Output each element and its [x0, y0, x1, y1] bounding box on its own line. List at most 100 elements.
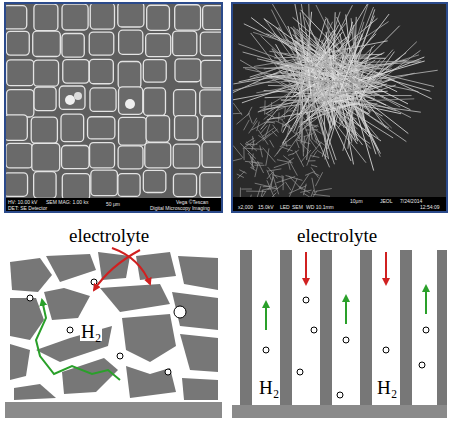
nanorod: [284, 107, 285, 119]
nanorod: [346, 101, 356, 135]
nanorod: [315, 172, 322, 186]
nanorod: [266, 148, 269, 165]
annotation-label: H₂: [80, 322, 102, 341]
nanorod: [304, 136, 305, 152]
nanorod: [237, 174, 244, 178]
nanorod: [290, 110, 299, 111]
sem-info-text: LED: [280, 205, 290, 210]
crack-cell: [91, 170, 118, 196]
nanorod: [306, 124, 321, 134]
crack-cell: [145, 143, 171, 168]
nanorod: [263, 129, 278, 141]
crack-cell: [62, 4, 88, 30]
nanorod: [301, 101, 329, 167]
crack-cell: [201, 60, 222, 88]
nanorod: [315, 138, 325, 145]
crack-cell: [90, 88, 116, 111]
nanorod: [323, 82, 332, 114]
crack-cell: [119, 117, 147, 145]
crack-cell: [175, 5, 201, 30]
sem-info-text: Vega ©Tescan: [176, 200, 208, 205]
nanorod: [243, 148, 244, 160]
nanorod: [300, 142, 309, 151]
nanorod: [252, 144, 253, 150]
nanorod: [317, 150, 328, 157]
nanorod: [241, 188, 252, 189]
nanorod: [308, 46, 327, 104]
crack-cell: [6, 31, 29, 55]
particle: [65, 95, 75, 105]
nanorod: [264, 100, 265, 114]
crack-cell: [34, 87, 56, 110]
nanorod: [289, 163, 291, 170]
sem-image-nanorods: [232, 3, 447, 212]
crack-cell: [34, 4, 58, 31]
nanorod: [348, 79, 400, 107]
nanorod: [244, 120, 250, 130]
crack-cell: [173, 144, 200, 168]
crack-cell: [5, 115, 27, 140]
nanorod: [233, 70, 315, 91]
sem-info-text: x2,000: [238, 205, 253, 210]
crack-cell: [175, 59, 201, 82]
nanorod: [307, 154, 311, 165]
sem-info-text: Digital Microscopy Imaging: [150, 206, 210, 211]
nanorod: [245, 161, 263, 163]
crack-cell: [143, 60, 166, 82]
nanorod: [335, 3, 376, 57]
nanorod: [311, 125, 317, 127]
nanorod: [349, 60, 374, 66]
crack-cell: [174, 90, 196, 117]
nanorod: [288, 113, 296, 119]
annotation-label: electrolyte: [296, 226, 378, 245]
sem-info-text: 12:54:09: [420, 205, 439, 210]
crack-cell: [5, 173, 28, 196]
nanorod-array-schematic: [232, 250, 447, 418]
nanorod: [332, 98, 354, 102]
crack-cell: [90, 3, 114, 29]
crack-cell: [173, 31, 197, 56]
nanorod: [296, 141, 299, 148]
nanorod: [289, 178, 297, 196]
nanorod: [267, 170, 274, 179]
nanorod: [247, 151, 255, 159]
crack-cell: [7, 60, 34, 86]
nanorod: [355, 90, 376, 155]
crack-cell: [146, 34, 171, 57]
crack-cell: [118, 146, 143, 169]
nanorod: [251, 18, 309, 63]
crack-cell: [200, 32, 222, 55]
nanorod: [304, 134, 313, 137]
crack-cell: [34, 172, 56, 199]
nanorod: [274, 163, 289, 168]
crack-cell: [63, 60, 89, 84]
nanorod: [289, 186, 307, 194]
particle: [74, 92, 82, 100]
sem-info-text: 50 μm: [106, 202, 120, 207]
crack-cell: [119, 87, 143, 114]
nanorod: [271, 102, 273, 111]
crack-cell: [200, 173, 222, 198]
crack-cell: [118, 62, 141, 89]
nanorod: [323, 12, 341, 66]
crack-cell: [6, 143, 32, 168]
crack-cell: [59, 86, 85, 109]
nanorod: [276, 121, 290, 128]
sem-info-text: 10μm: [350, 199, 363, 204]
sem-info-text: DET: SE Detector: [8, 206, 47, 211]
nanorod: [293, 93, 303, 116]
nanorod: [348, 85, 395, 100]
nanorod: [246, 144, 258, 145]
nanorod: [260, 145, 263, 157]
crack-cell: [143, 88, 165, 115]
nanorod: [313, 140, 320, 146]
nanorod: [342, 46, 353, 93]
crack-cell: [7, 90, 34, 117]
nanorod: [253, 118, 257, 125]
crack-cell: [90, 143, 115, 168]
nanorod: [313, 194, 330, 196]
nanorod: [305, 171, 315, 175]
crack-cell: [202, 142, 222, 167]
nanorod: [340, 34, 363, 92]
nanorod: [239, 170, 246, 174]
